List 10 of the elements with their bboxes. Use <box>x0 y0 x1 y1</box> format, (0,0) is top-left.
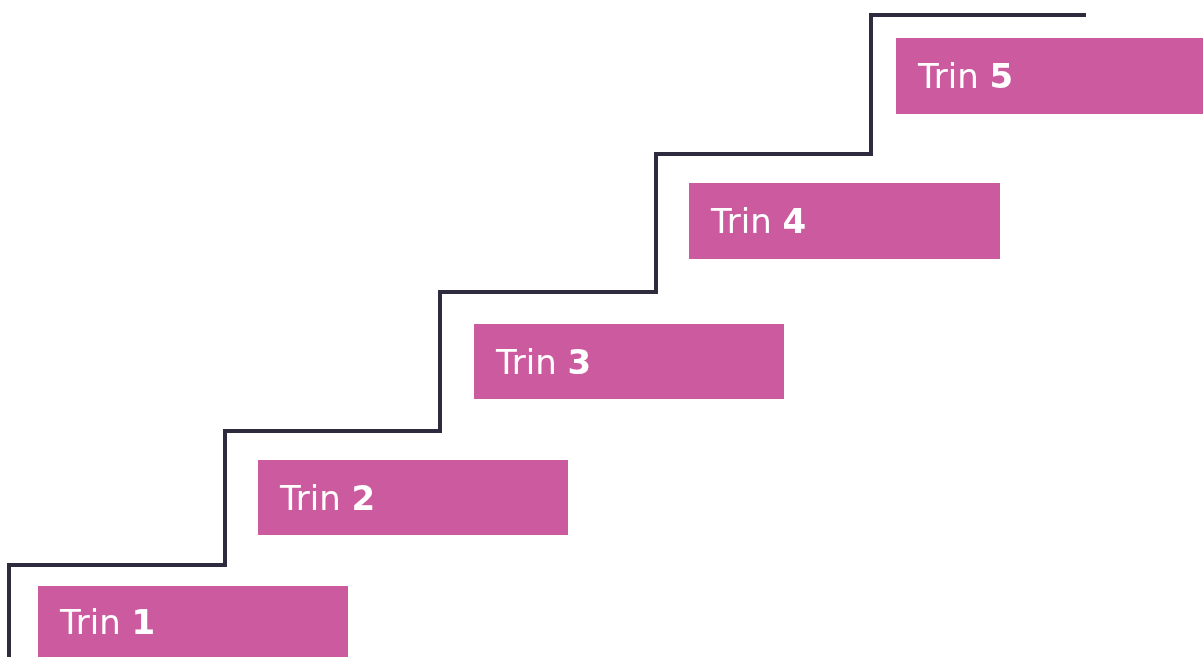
step-box <box>474 324 784 399</box>
step-box <box>689 183 1000 259</box>
step-label: Trin 1 <box>60 604 156 639</box>
step-box <box>896 38 1203 114</box>
step-box <box>38 586 348 657</box>
step-label: Trin 4 <box>711 204 807 238</box>
step-label: Trin 5 <box>918 59 1014 93</box>
step-box <box>258 460 568 535</box>
step-label: Trin 3 <box>496 344 592 379</box>
step-label: Trin 2 <box>280 480 376 515</box>
